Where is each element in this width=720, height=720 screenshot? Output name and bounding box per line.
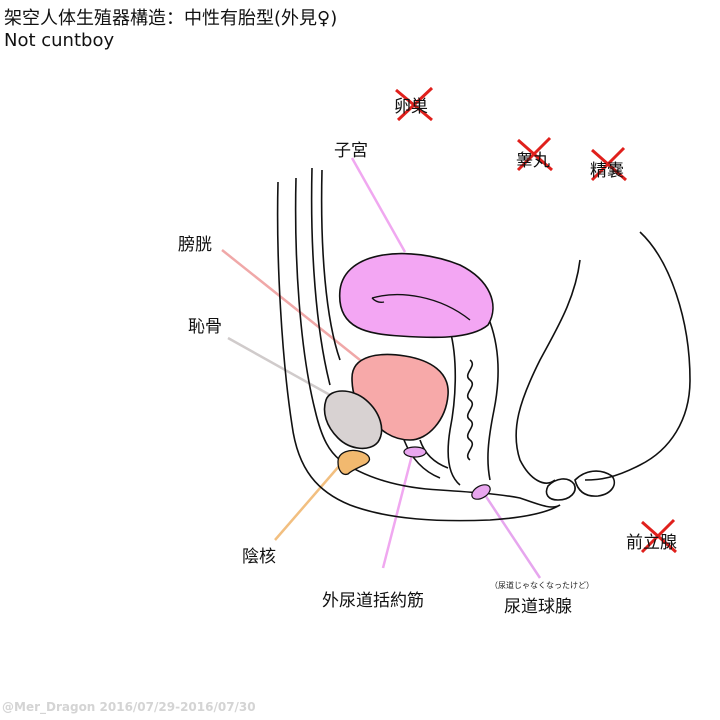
- pubic-bone-label: 恥骨: [188, 317, 222, 337]
- clitoris-leader: [274, 464, 341, 541]
- ovary-cross: [395, 86, 434, 122]
- seminal-vesicle-cross: [590, 146, 627, 182]
- diagram-subtitle: Not cuntboy: [4, 30, 115, 51]
- ovary-label: 卵巣: [394, 97, 428, 117]
- clitoris-label: 陰核: [242, 547, 276, 567]
- sphincter-shape: [403, 446, 427, 458]
- testis-label: 睾丸: [516, 151, 550, 171]
- clitoris-shape: [337, 449, 371, 476]
- bladder-leader: [221, 249, 371, 369]
- diagram-title: 架空人体生殖器構造：中性有胎型(外見♀): [4, 8, 338, 29]
- gland-leader: [483, 494, 542, 579]
- pubic-bone-shape: [323, 390, 383, 450]
- prostate-cross: [640, 518, 677, 554]
- pubic-bone-leader: [227, 336, 331, 397]
- uterus-shape: [339, 252, 494, 339]
- body-outline: [276, 167, 691, 522]
- uterus-label: 子宮: [334, 141, 368, 161]
- sphincter-label: 外尿道括約筋: [322, 591, 424, 611]
- uterus-leader: [350, 157, 407, 253]
- bulbourethral-gland-shape: [471, 484, 491, 500]
- bulbourethral-note: （尿道じゃなくなったけど）: [490, 581, 594, 590]
- prostate-label: 前立腺: [626, 533, 677, 553]
- testis-cross: [516, 136, 553, 172]
- bladder-label: 膀胱: [178, 235, 212, 255]
- seminal-vesicle-label: 精嚢: [590, 161, 624, 181]
- watermark: @Mer_Dragon 2016/07/29-2016/07/30: [2, 700, 256, 714]
- bulbourethral-label: 尿道球腺: [504, 597, 572, 617]
- uterine-cavity: [371, 293, 471, 321]
- sphincter-leader: [381, 454, 414, 569]
